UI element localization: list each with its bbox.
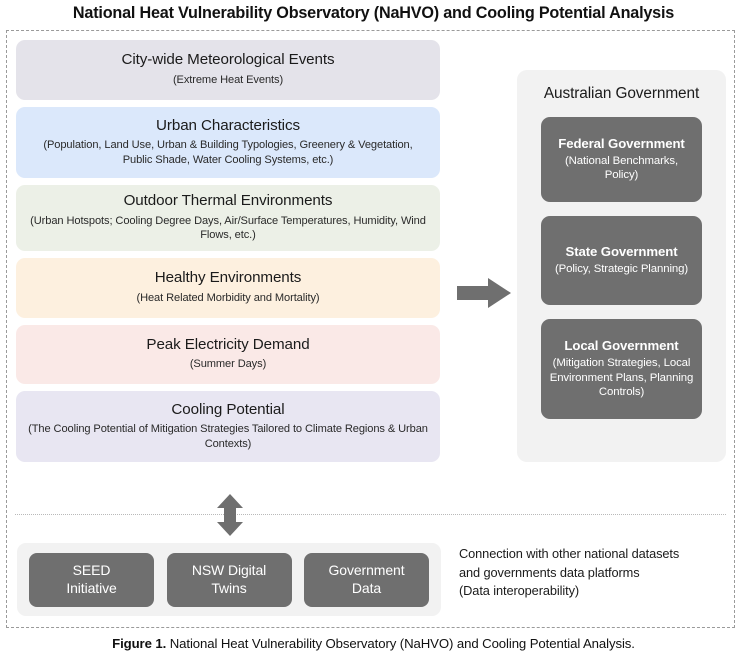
theme-subtitle: (The Cooling Potential of Mitigation Str… [28,423,428,450]
figure-caption-label: Figure 1. [112,636,167,651]
dataset-card-nsw-digital-twins: NSW Digital Twins [166,552,292,607]
datasets-note-line-2: and governments data platforms [459,564,640,580]
theme-subtitle: (Summer Days) [189,358,267,371]
page-title: National Heat Vulnerability Observatory … [72,4,675,22]
arrow-right-icon [457,276,512,310]
dotted-divider [15,514,726,515]
theme-subtitle: (Population, Land Use, Urban & Building … [43,139,413,166]
gov-card-federal-government: Federal Government (National Benchmarks,… [541,117,702,202]
arrow-up-down-icon [215,494,245,536]
theme-title: Healthy Environments [154,269,302,287]
datasets-panel: SEED Initiative NSW Digital Twins Govern… [17,543,441,616]
theme-box-peak-electricity-demand: Peak Electricity Demand (Summer Days) [16,325,440,384]
datasets-note-line-1: Connection with other national datasets [459,546,680,561]
theme-title: Outdoor Thermal Environments [123,192,333,210]
datasets-note-line-3: (Data interoperability) [459,583,580,599]
gov-card-subtitle: (Policy, Strategic Planning) [554,263,689,275]
theme-subtitle: (Heat Related Morbidity and Mortality) [136,291,320,304]
dataset-card-seed-initiative: SEED Initiative [29,552,154,607]
theme-stack: City-wide Meteorological Events (Extreme… [16,40,440,469]
figure-caption: Figure 1. National Heat Vulnerability Ob… [0,636,747,651]
theme-subtitle: (Extreme Heat Events) [172,73,284,86]
theme-title: Urban Characteristics [156,116,300,134]
datasets-note: Connection with other national datasets … [459,545,727,601]
gov-card-state-government: State Government (Policy, Strategic Plan… [541,216,702,305]
gov-card-local-government: Local Government (Mitigation Strategies,… [541,319,702,419]
theme-box-cooling-potential: Cooling Potential (The Cooling Potential… [16,391,440,462]
theme-title: Cooling Potential [171,400,285,418]
gov-card-title: Local Government [564,337,679,353]
theme-box-outdoor-thermal-environments: Outdoor Thermal Environments (Urban Hots… [16,185,440,251]
theme-box-healthy-environments: Healthy Environments (Heat Related Morbi… [16,258,440,318]
gov-card-title: Federal Government [558,135,685,151]
theme-title: City-wide Meteorological Events [121,51,335,69]
gov-card-subtitle: (Mitigation Strategies, Local Environmen… [549,356,694,399]
diagram-frame: City-wide Meteorological Events (Extreme… [6,30,735,628]
gov-card-subtitle: (National Benchmarks, Policy) [564,154,679,182]
australian-government-panel: Australian Government Federal Government… [517,70,726,462]
theme-title: Peak Electricity Demand [146,335,310,353]
theme-box-meteorological-events: City-wide Meteorological Events (Extreme… [16,40,440,100]
gov-level-list: Federal Government (National Benchmarks,… [517,103,726,419]
gov-card-title: State Government [565,244,678,260]
gov-panel-title: Australian Government [543,85,700,102]
figure-caption-text: National Heat Vulnerability Observatory … [166,636,635,651]
dataset-card-government-data: Government Data [304,552,429,607]
theme-box-urban-characteristics: Urban Characteristics (Population, Land … [16,107,440,178]
theme-subtitle: (Urban Hotspots; Cooling Degree Days, Ai… [30,214,426,242]
